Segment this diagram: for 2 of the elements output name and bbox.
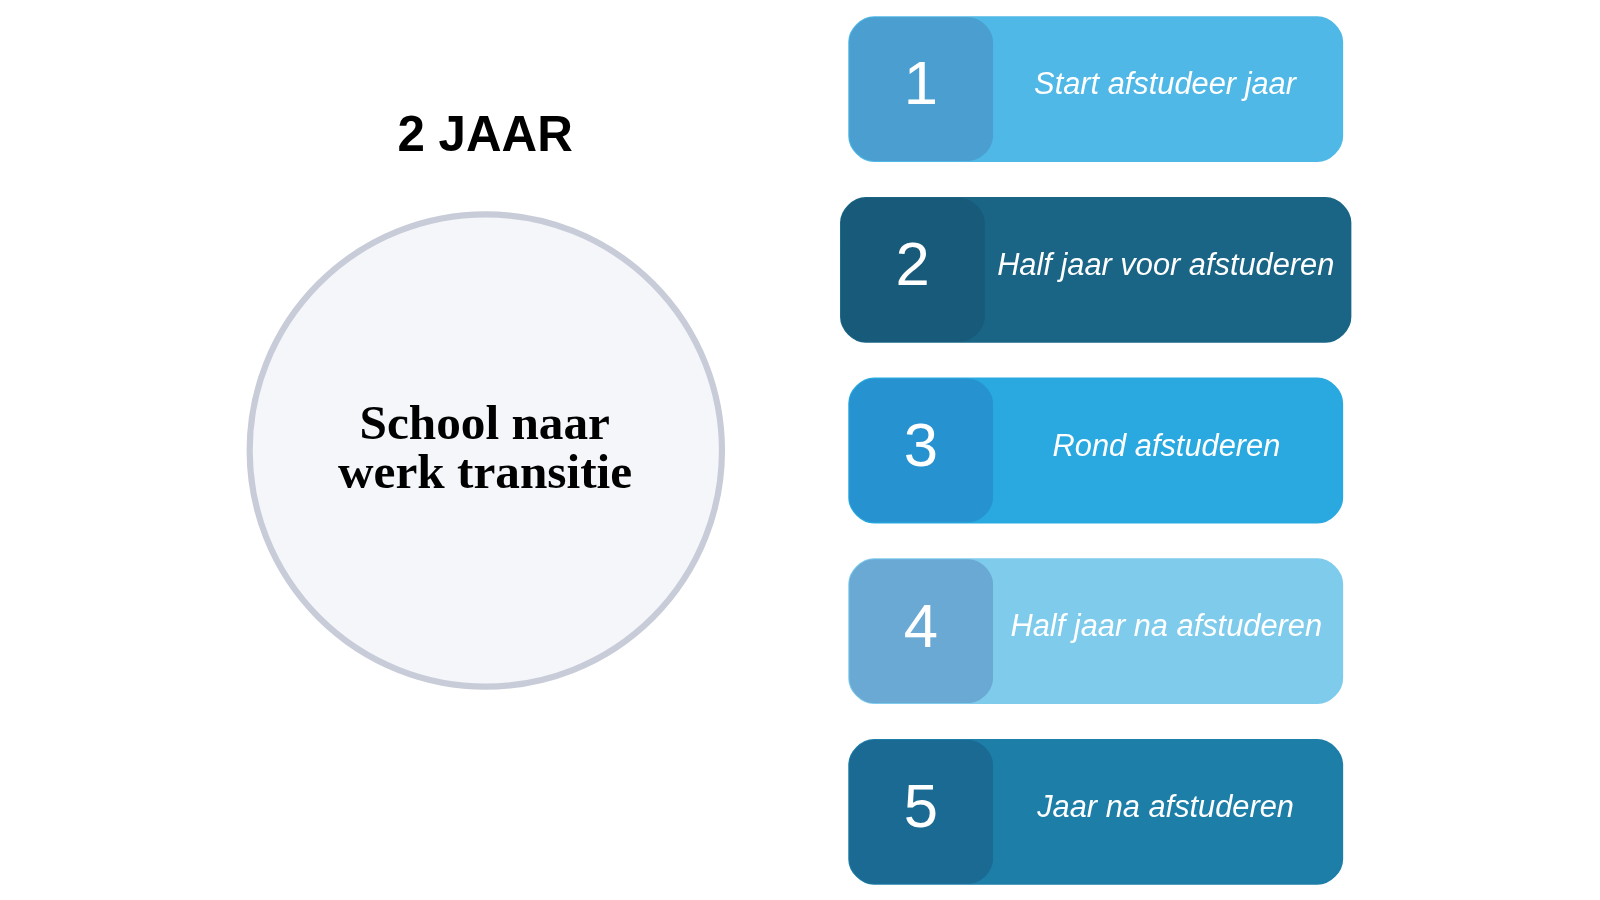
label: 2 JAAR	[397, 105, 573, 161]
node-circle: School naar werk transitie	[246, 210, 726, 690]
